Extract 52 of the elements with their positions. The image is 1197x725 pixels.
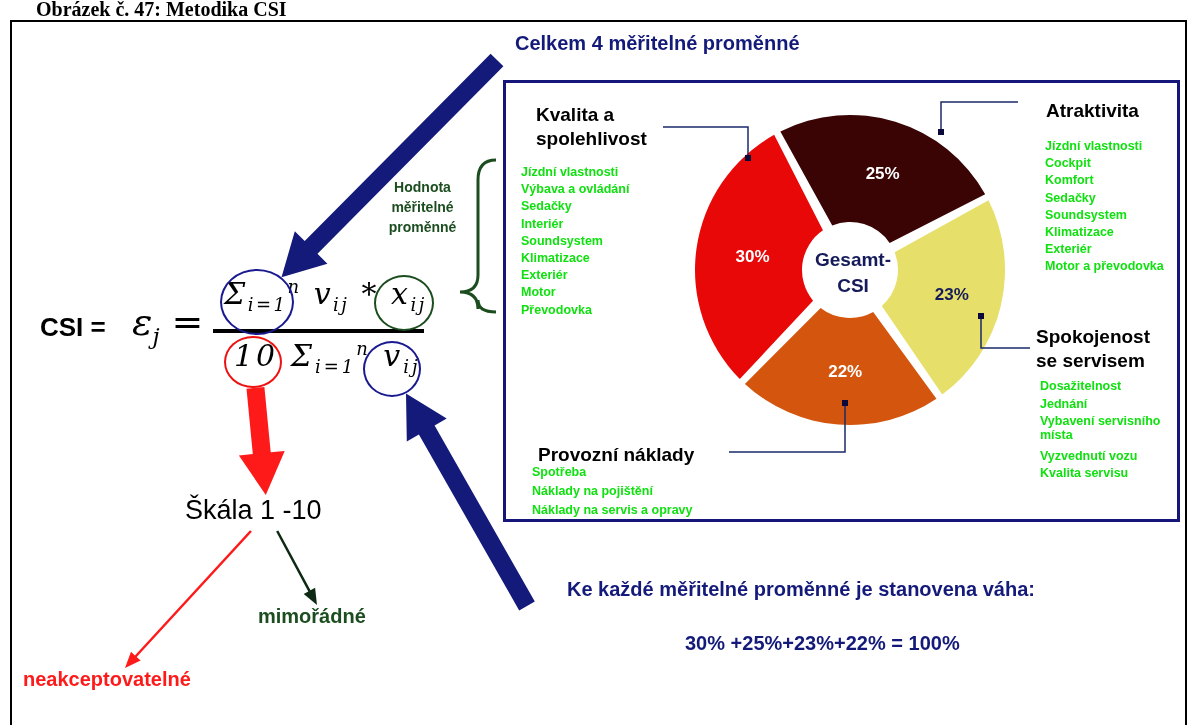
formula-text: CSI = [40, 312, 106, 343]
attribute-item: Vyzvednutí vozu [1040, 449, 1138, 463]
callout-text: Ke každé měřitelné proměnné je stanovena váha: [567, 578, 1157, 604]
figure-title: Obrázek č. 47: Metodika CSI [36, 0, 287, 21]
scale-end-text: neakceptovatelné [23, 668, 203, 694]
attribute-item: Klimatizace [521, 251, 590, 265]
arrow [238, 387, 285, 495]
attribute-item: Sedačky [521, 199, 572, 214]
highlight-circle [374, 275, 434, 331]
scale-end-text: mimořádné [258, 605, 390, 631]
attribute-item: Komfort [1045, 173, 1094, 188]
attribute-item: Klimatizace [1045, 225, 1114, 239]
formula-denominator: 10 Σ$_{i=1}$$^{n}$ v$_{ij}$ [234, 338, 421, 377]
attribute-item: Náklady na servis a opravy [532, 503, 693, 517]
arrow [281, 53, 504, 278]
callout-text: Celkem 4 měřitelné proměnné [515, 32, 875, 58]
attribute-item: Dosažitelnost [1040, 379, 1122, 393]
attribute-item: Jízdní vlastnosti [1045, 139, 1143, 153]
attribute-item: Výbava a ovládání [521, 182, 630, 197]
attribute-item: Soundsystem [1045, 207, 1127, 222]
attribute-item: Převodovka [521, 302, 592, 317]
attribute-item: Exteriér [521, 268, 568, 283]
value-label: 23% [933, 284, 970, 305]
category-heading: Atraktivita [1046, 99, 1140, 123]
category-heading: Kvalita a spolehlivost [536, 103, 648, 151]
value-label: 25% [864, 163, 901, 184]
arrow [125, 530, 252, 668]
arrow [276, 530, 317, 605]
attribute-item: Cockpit [1045, 156, 1091, 171]
attribute-item: Interiér [521, 216, 564, 231]
value-label: 30% [734, 246, 771, 267]
attribute-item: Motor [521, 285, 556, 300]
arrow [406, 393, 535, 611]
attribute-item: Soundsystem [521, 233, 603, 248]
chart-center-title: Gesamt-CSI [814, 248, 892, 298]
category-heading: Provozní náklady [538, 443, 696, 467]
formula-text: ε$_{j}$ = [132, 300, 204, 349]
attribute-item: Sedačky [1045, 190, 1096, 205]
attribute-item: Kvalita servisu [1040, 466, 1129, 480]
attribute-item: Náklady na pojištění [532, 484, 653, 498]
attribute-item: Motor a převodovka [1045, 259, 1164, 274]
attribute-item: Spotřeba [532, 465, 587, 479]
attribute-item: Vybavení servisního místa [1040, 414, 1162, 442]
value-label: 22% [827, 362, 864, 383]
highlight-circle [224, 336, 282, 388]
attribute-item: Jízdní vlastnosti [521, 165, 619, 179]
sum-text: 30% +25%+23%+22% = 100% [685, 632, 960, 655]
scale-text: Škála 1 -10 [185, 495, 350, 531]
attribute-item: Jednání [1040, 396, 1088, 411]
annotation-text: Hodnota měřitelné proměnné [387, 178, 458, 237]
attribute-item: Exteriér [1045, 242, 1092, 257]
category-heading: Spokojenost se servisem [1036, 325, 1151, 373]
